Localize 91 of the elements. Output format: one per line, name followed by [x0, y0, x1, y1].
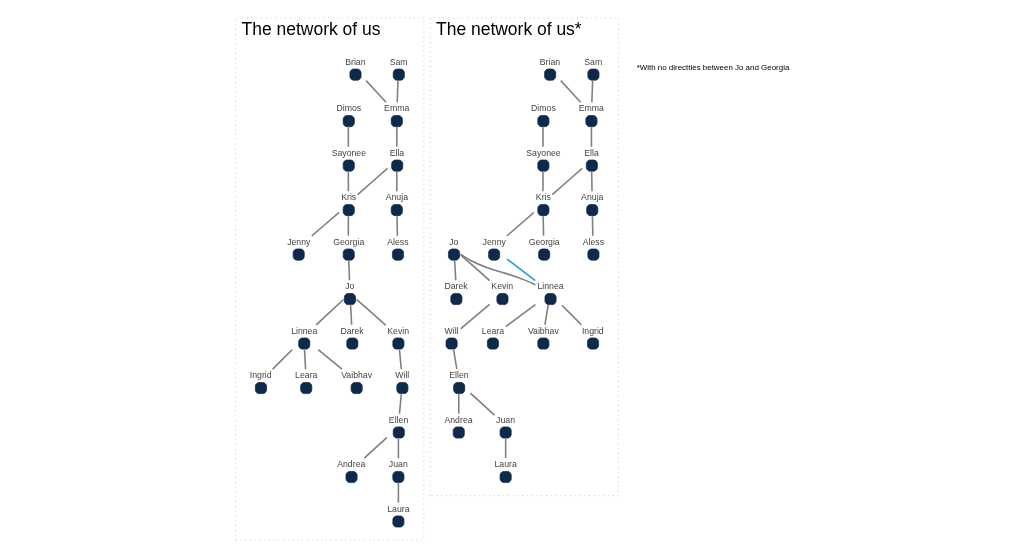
connector: [396, 79, 399, 104]
connector: [396, 126, 398, 148]
node-label: Jenny: [482, 236, 506, 247]
label: *With no directties between Jo and Georgia: [636, 63, 790, 73]
connector: [590, 170, 593, 192]
node-label: Andrea: [444, 414, 473, 425]
node-label: Vaibhav: [527, 325, 559, 336]
node-label: Kevin: [387, 325, 410, 336]
connector: [452, 348, 458, 370]
node-label: Anuja: [385, 192, 408, 203]
node-label: Darek: [340, 325, 364, 336]
node-label: Anuja: [581, 192, 604, 203]
node-label: Kevin: [491, 281, 514, 292]
connector: [453, 259, 457, 281]
connector: [356, 167, 389, 196]
node-label: Georgia: [528, 236, 560, 247]
node-label: Emma: [384, 103, 410, 114]
connector: [348, 259, 351, 281]
connector: [397, 437, 400, 459]
node-label: Leara: [295, 370, 318, 381]
connector: [561, 304, 583, 326]
node-label: Laura: [387, 503, 410, 514]
node-label: Jo: [345, 281, 355, 292]
connector: [542, 170, 544, 192]
connector: [469, 392, 496, 416]
connector: [397, 482, 400, 504]
node-label: Leara: [481, 325, 505, 336]
node-label: Will: [395, 370, 410, 381]
node-label: Laura: [494, 459, 517, 470]
node-label: Kris: [535, 192, 551, 203]
node-label: Vaibhav: [341, 370, 373, 381]
connector: [457, 393, 460, 415]
connector: [551, 167, 583, 196]
connector: [317, 348, 343, 370]
node-label: Linnea: [291, 325, 318, 336]
connector: [365, 79, 387, 104]
connector: [363, 436, 388, 459]
node-label: Linnea: [537, 281, 564, 292]
connector: [505, 303, 537, 328]
node-label: Aless: [387, 236, 409, 247]
node-label: Emma: [578, 103, 604, 114]
node-label: Georgia: [333, 236, 365, 247]
node-label: Dimos: [336, 103, 362, 114]
node-label: Sam: [584, 56, 603, 67]
connector: [559, 79, 582, 104]
connector: [542, 126, 544, 148]
node-label: Dimos: [531, 103, 556, 114]
connector: [347, 215, 350, 237]
connector: [459, 303, 491, 330]
connector: [504, 437, 507, 459]
connector: [506, 258, 537, 282]
node-label: Andrea: [337, 459, 366, 470]
connector: [542, 215, 545, 237]
connector: [396, 170, 398, 192]
connector: [315, 298, 345, 326]
connector: [349, 304, 353, 326]
node-label: Darek: [444, 281, 468, 292]
connector: [303, 348, 307, 370]
connector: [355, 298, 387, 326]
node-label: Brian: [539, 56, 561, 67]
connector: [398, 393, 403, 415]
connector: [347, 170, 350, 192]
connector: [590, 126, 593, 148]
node-label: Sayonee: [526, 147, 561, 158]
node-label: Ella: [389, 147, 405, 158]
node-label: Will: [444, 325, 459, 336]
connector: [591, 215, 594, 237]
connector: [544, 304, 549, 326]
node-label: Ingrid: [249, 370, 272, 381]
node-label: Jo: [449, 236, 459, 247]
node-label: Juan: [388, 459, 408, 470]
node-label: Ellen: [449, 370, 469, 381]
node-label: Jenny: [287, 236, 311, 247]
connector: [347, 126, 350, 148]
connector: [506, 211, 535, 237]
node-label: Ellen: [388, 414, 409, 425]
connector: [591, 79, 594, 104]
node-label: Ella: [584, 147, 599, 158]
node-label: Sayonee: [331, 147, 367, 158]
connector: [396, 215, 399, 237]
connector: [459, 253, 537, 286]
node-label: Kris: [341, 192, 357, 203]
connector: [459, 254, 491, 282]
node-label: Juan: [496, 414, 516, 425]
node-label: Brian: [345, 56, 366, 67]
connector: [398, 348, 403, 370]
connector: [271, 348, 293, 370]
connector: [310, 211, 340, 237]
node-label: Ingrid: [581, 325, 604, 336]
node-label: Aless: [582, 236, 605, 247]
node-label: Sam: [389, 56, 408, 67]
